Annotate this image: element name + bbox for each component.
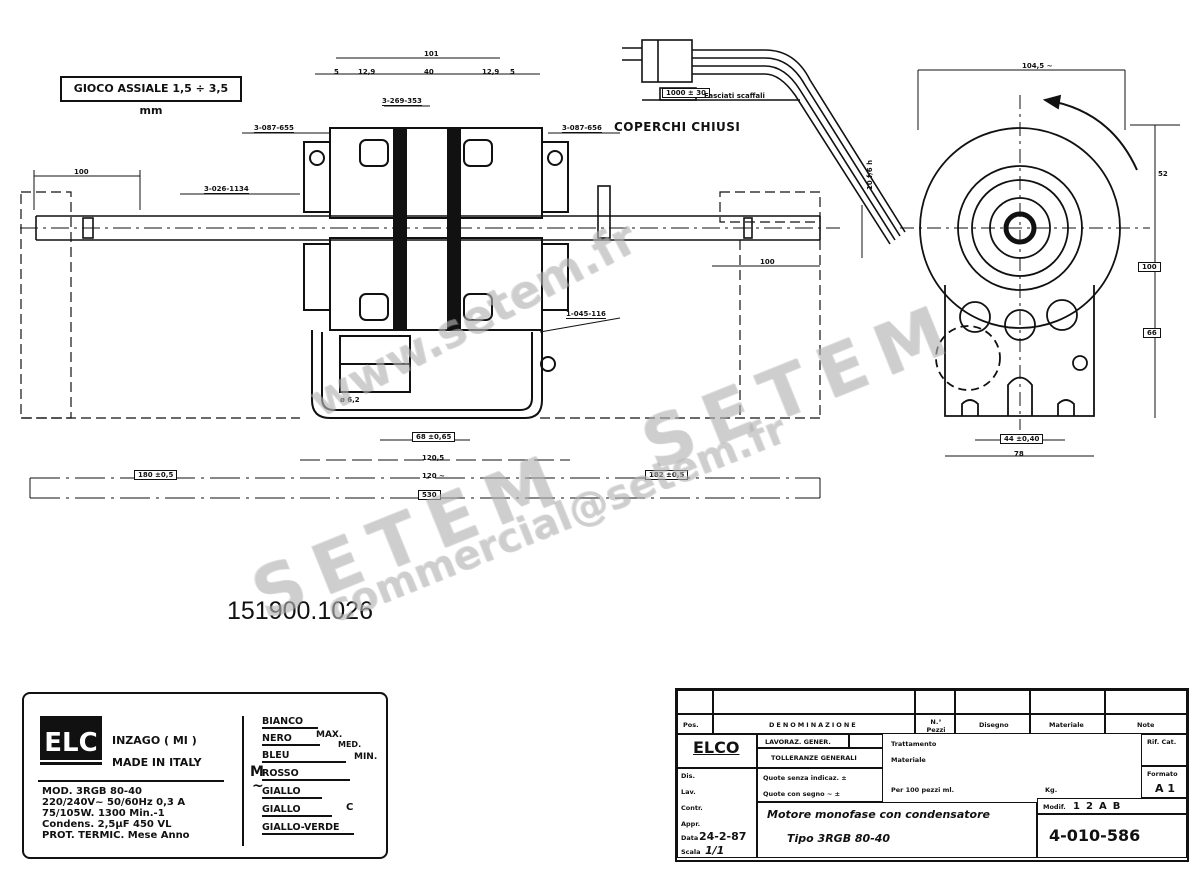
date-label: Data bbox=[681, 834, 699, 842]
dim-left-tolerance: 180 ±0,5 bbox=[134, 470, 178, 480]
spec-capacitor: Condens. 2,5µF 450 VL bbox=[42, 819, 172, 830]
general-tolerances-label: TOLLERANZE GENERALI bbox=[771, 754, 857, 762]
ac-symbol: ~ bbox=[252, 778, 264, 794]
dim-inner-width: 120,5 bbox=[422, 454, 445, 462]
ref-left-bracket: 3-087-655 bbox=[254, 124, 294, 133]
dim-end-view-center: 100 bbox=[1138, 262, 1161, 272]
scale-label: Scala bbox=[681, 848, 701, 856]
dim-overall-length: 530 bbox=[418, 490, 441, 500]
spec-voltage: 220/240V~ 50/60Hz 0,3 A bbox=[42, 797, 186, 808]
wire-yellow-green: GIALLO-VERDE bbox=[262, 822, 354, 835]
scale-value: 1/1 bbox=[705, 844, 725, 857]
dim-end-view-base: 66 bbox=[1143, 328, 1161, 338]
closed-covers-note: COPERCHI CHIUSI bbox=[614, 120, 741, 134]
cable-connector bbox=[622, 39, 906, 245]
motor-symbol: M bbox=[250, 764, 264, 780]
dim-bottom-bracket: 68 ±0,65 bbox=[412, 432, 456, 442]
ref-shaft: 3-026-1134 bbox=[204, 185, 249, 194]
tilde-tolerance-label: Quote con segno ~ ± bbox=[763, 790, 841, 798]
format-value: A 1 bbox=[1155, 782, 1175, 795]
drawing-number: 4-010-586 bbox=[1049, 826, 1141, 845]
dim-top-left-gap: 12,9 bbox=[358, 68, 376, 76]
nameplate-divider bbox=[38, 780, 224, 782]
tap-min: MIN. bbox=[354, 752, 378, 762]
dim-top-center: 40 bbox=[424, 68, 434, 76]
dim-top-left-offset: 5 bbox=[334, 68, 339, 76]
wire-yellow-2: GIALLO bbox=[262, 804, 332, 817]
dim-outer-width: 120 ~ bbox=[422, 472, 445, 480]
dim-shaft-diameter: 10 f/6 h bbox=[866, 159, 874, 190]
wire-black: NERO bbox=[262, 733, 320, 746]
dim-end-view-foot: 78 bbox=[1014, 450, 1024, 458]
ref-capacitor-clip: 1-045-116 bbox=[566, 310, 606, 319]
wire-red: ROSSO bbox=[262, 768, 350, 781]
appr-label: Appr. bbox=[681, 820, 701, 828]
modif-label: Modif. bbox=[1043, 803, 1066, 811]
axial-play-note: GIOCO ASSIALE 1,5 ÷ 3,5 mm bbox=[60, 76, 242, 117]
dim-cable-length: 1000 ± 30 bbox=[662, 88, 710, 98]
title-block: Pos. DENOMINAZIONE N.° Pezzi Disegno Mat… bbox=[675, 688, 1189, 862]
treatment-label: Trattamento bbox=[891, 740, 937, 748]
motor-shaft bbox=[20, 185, 840, 241]
untoleranced-label: Quote senza indicaz. ± bbox=[763, 774, 847, 782]
description-line-2: Tipo 3RGB 80-40 bbox=[787, 832, 891, 845]
dim-hole-diameter: ø 6,2 bbox=[340, 396, 360, 404]
elco-logo-icon: ELC bbox=[40, 716, 102, 765]
svg-text:ELC: ELC bbox=[44, 728, 97, 758]
dim-top-right-offset: 5 bbox=[510, 68, 515, 76]
pieces-label: N.° Pezzi bbox=[926, 718, 946, 734]
wire-yellow-1: GIALLO bbox=[262, 786, 322, 799]
general-work-label: LAVORAZ. GENER. bbox=[765, 738, 831, 746]
made-in-label: MADE IN ITALY bbox=[112, 756, 202, 769]
date-value: 24-2-87 bbox=[699, 830, 747, 843]
pos-label: Pos. bbox=[683, 721, 699, 729]
spec-power: 75/105W. 1300 Min.-1 bbox=[42, 808, 165, 819]
spec-model: MOD. 3RGB 80-40 bbox=[42, 786, 142, 797]
dim-top-overall: 101 bbox=[424, 50, 439, 58]
dim-shaft-left-length: 100 bbox=[74, 168, 89, 176]
dis-label: Dis. bbox=[681, 772, 695, 780]
lav-label: Lav. bbox=[681, 788, 696, 796]
end-view bbox=[900, 69, 1180, 457]
material-label: Materiale bbox=[1049, 721, 1084, 729]
format-label: Formato bbox=[1147, 770, 1178, 778]
nameplate-separator bbox=[242, 716, 244, 846]
ref-stator: 3-269-353 bbox=[382, 97, 422, 106]
motor-nameplate: ELC INZAGO ( MI ) MADE IN ITALY MOD. 3RG… bbox=[22, 692, 388, 859]
manufacturer-location: INZAGO ( MI ) bbox=[112, 734, 197, 747]
tap-capacitor: C bbox=[346, 802, 354, 813]
part-number-caption: 151900.1026 bbox=[227, 597, 373, 625]
drawing-label: Disegno bbox=[979, 721, 1009, 729]
description-line-1: Motore monofase con condensatore bbox=[767, 808, 990, 821]
cable-note: Fasciati scaffali bbox=[704, 92, 765, 100]
contr-label: Contr. bbox=[681, 804, 703, 812]
left-envelope bbox=[20, 191, 821, 419]
kg-label: Kg. bbox=[1045, 786, 1058, 794]
denomination-label: DENOMINAZIONE bbox=[769, 721, 858, 729]
dim-end-view-mount: 44 ±0,40 bbox=[1000, 434, 1044, 444]
notes-label: Note bbox=[1137, 721, 1155, 729]
tap-med: MED. bbox=[338, 740, 362, 749]
dim-right-tolerance: 182 ±0,5 bbox=[645, 470, 689, 480]
wire-white: BIANCO bbox=[262, 716, 318, 729]
dim-top-right-gap: 12,9 bbox=[482, 68, 500, 76]
wire-blue: BLEU bbox=[262, 750, 346, 763]
ref-cat-label: Rif. Cat. bbox=[1147, 738, 1177, 746]
company-logo: ELCO bbox=[693, 738, 740, 757]
spec-thermal: PROT. TERMIC. Mese Anno bbox=[42, 830, 190, 841]
tap-max: MAX. bbox=[316, 730, 343, 740]
dim-end-view-width: 104,5 ~ bbox=[1022, 62, 1053, 70]
ref-right-bracket: 3-087-656 bbox=[562, 124, 602, 133]
revision-marks: 12AB bbox=[1073, 801, 1127, 812]
material-field-label: Materiale bbox=[891, 756, 926, 764]
per100-label: Per 100 pezzi ml. bbox=[891, 786, 955, 794]
dim-end-view-height: 52 bbox=[1158, 170, 1168, 178]
motor-body bbox=[303, 127, 569, 419]
dim-shaft-right-length: 100 bbox=[760, 258, 775, 266]
